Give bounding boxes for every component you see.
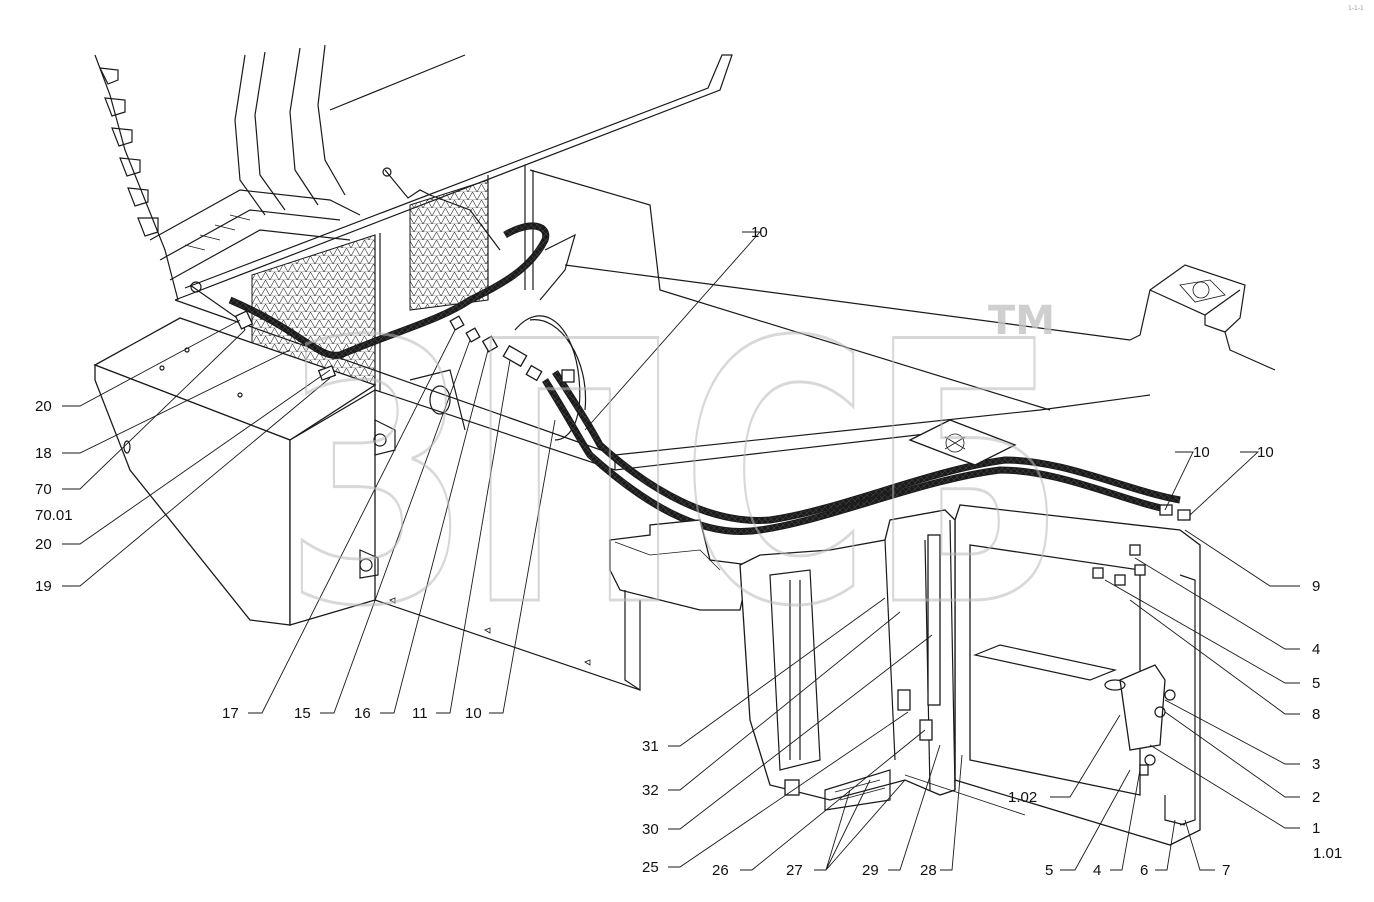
callout-19: 19 <box>35 578 52 595</box>
hose-fittings <box>234 310 1191 521</box>
right-tank <box>908 419 1201 846</box>
watermark: ЗПСБ TM <box>284 265 1067 687</box>
callout-70: 70 <box>35 481 52 498</box>
leader-lines <box>62 231 1300 871</box>
callout-10: 10 <box>1193 444 1210 461</box>
callout-27: 27 <box>786 862 803 879</box>
callout-28: 28 <box>920 862 937 879</box>
callout-9: 9 <box>1312 578 1320 595</box>
center-cylinder <box>409 233 587 441</box>
callout-5: 5 <box>1312 675 1320 692</box>
callout-1: 1 <box>1312 820 1320 837</box>
left-tank <box>93 317 396 626</box>
callout-20: 20 <box>35 398 52 415</box>
callout-70-01: 70.01 <box>35 507 73 524</box>
callout-1-01: 1.01 <box>1313 845 1342 862</box>
callout-7: 7 <box>1222 862 1230 879</box>
callout-29: 29 <box>862 862 879 879</box>
callout-26: 26 <box>712 862 729 879</box>
main-frame <box>174 169 1276 691</box>
corner-mark: 1-1-1 <box>1348 5 1364 12</box>
watermark-text: ЗПСБ <box>285 266 1065 685</box>
callout-10: 10 <box>1257 444 1274 461</box>
callout-3: 3 <box>1312 756 1320 773</box>
callout-8: 8 <box>1312 706 1320 723</box>
callout-25: 25 <box>642 859 659 876</box>
callout-2: 2 <box>1312 789 1320 806</box>
callout-1-02: 1.02 <box>1008 789 1037 806</box>
callout-10: 10 <box>465 705 482 722</box>
callout-18: 18 <box>35 445 52 462</box>
callout-10: 10 <box>751 224 768 241</box>
callout-4: 4 <box>1312 641 1320 658</box>
callout-6: 6 <box>1140 862 1148 879</box>
radiator-grille <box>251 165 534 392</box>
callout-31: 31 <box>642 738 659 755</box>
callout-labels: 10 10 10 9 4 5 8 3 2 1 1.01 20 18 70 70.… <box>35 224 1342 879</box>
callout-15: 15 <box>294 705 311 722</box>
callout-16: 16 <box>354 705 371 722</box>
cab-structure <box>94 44 733 301</box>
callout-30: 30 <box>642 821 659 838</box>
callout-11: 11 <box>412 705 428 722</box>
watermark-trademark: TM <box>988 298 1055 344</box>
callout-5: 5 <box>1045 862 1053 879</box>
callout-17: 17 <box>222 705 239 722</box>
hydraulic-hoses <box>189 167 1181 535</box>
callout-4: 4 <box>1093 862 1101 879</box>
callout-32: 32 <box>642 782 659 799</box>
callout-20: 20 <box>35 536 52 553</box>
valve-assembly <box>1092 544 1176 776</box>
